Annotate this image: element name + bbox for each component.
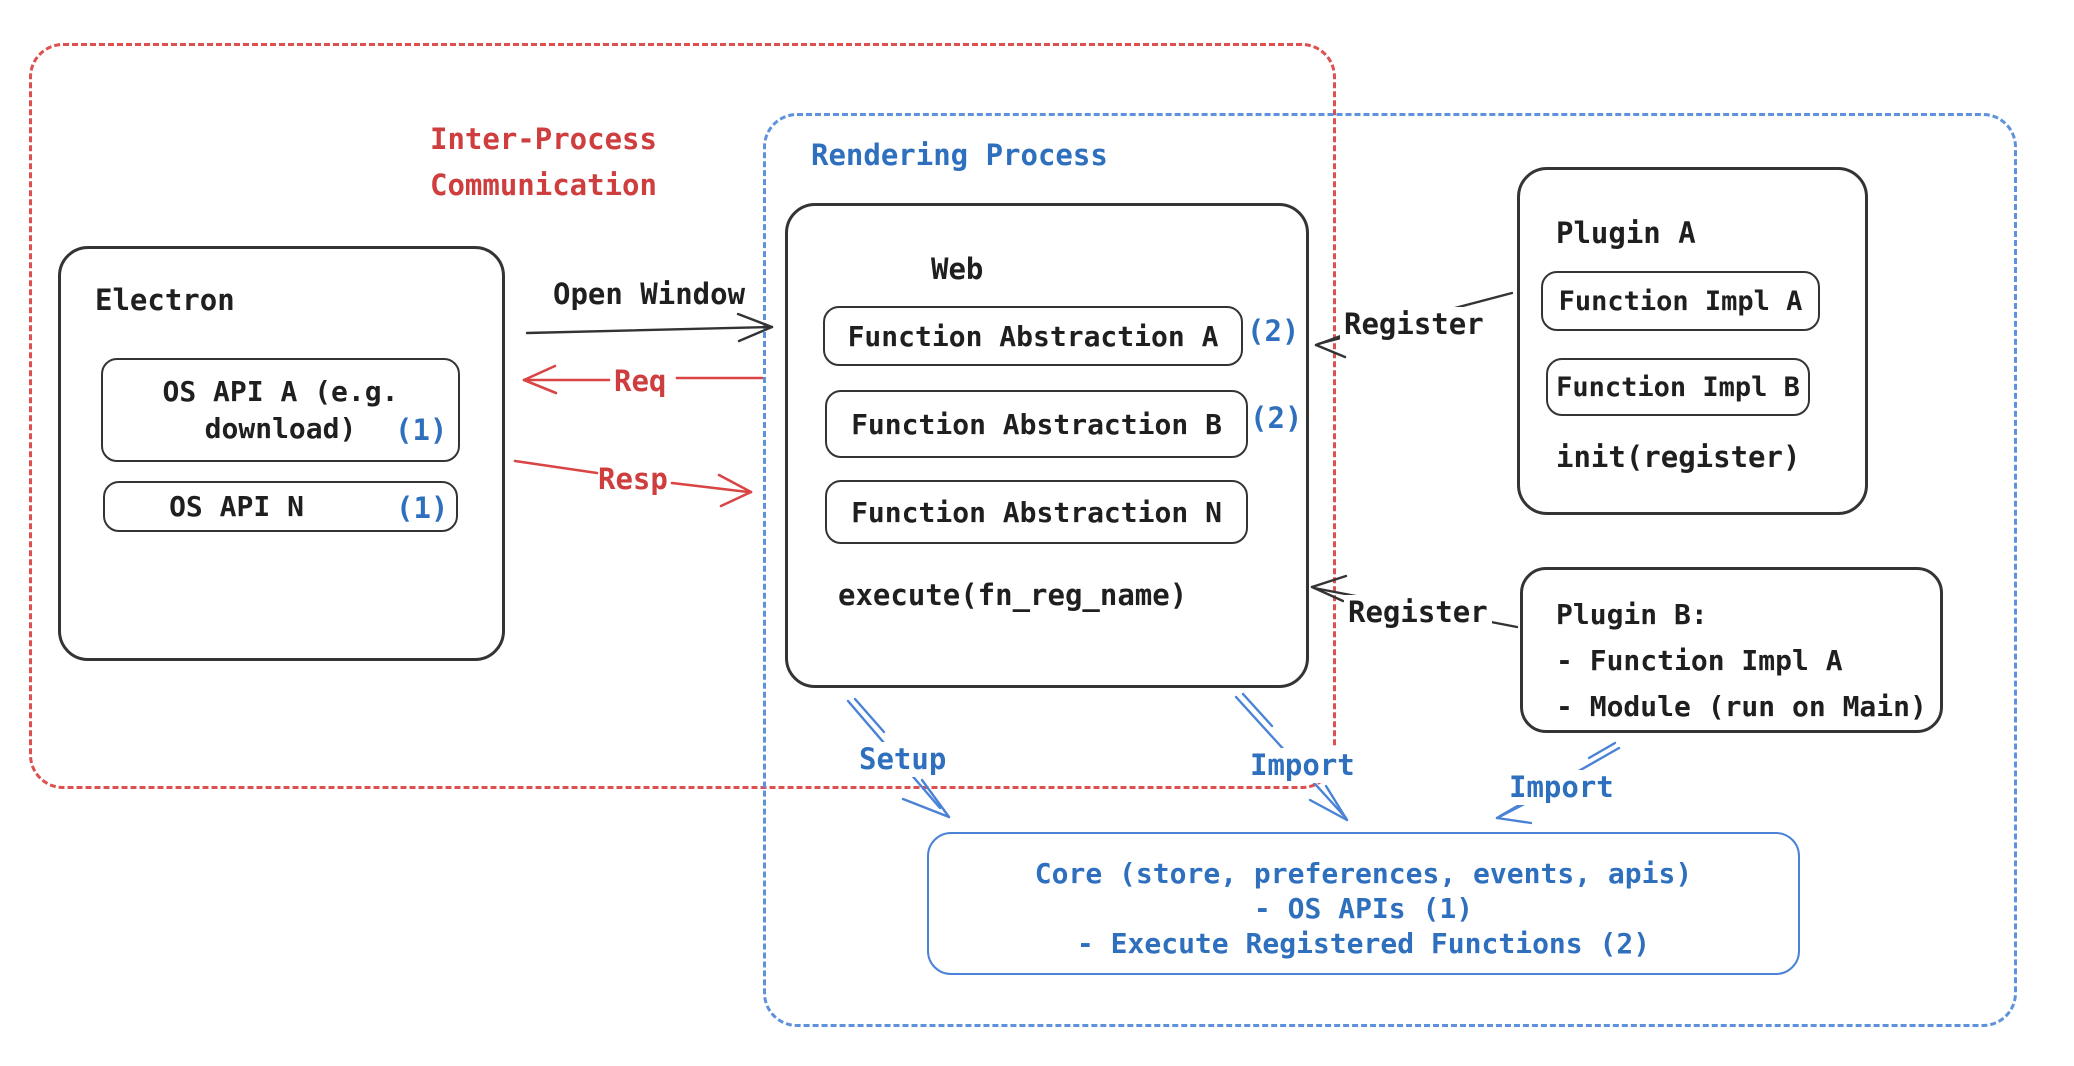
plugin-a-title: Plugin A bbox=[1556, 216, 1696, 250]
core-line-2: - OS APIs (1) bbox=[1253, 892, 1474, 925]
register-plugin-a-label: Register bbox=[1340, 307, 1488, 342]
rendering-group-title: Rendering Process bbox=[811, 138, 1108, 172]
electron-title: Electron bbox=[95, 283, 235, 317]
web-title: Web bbox=[931, 252, 984, 286]
plugin-b-box: Plugin B: - Function Impl A - Module (ru… bbox=[1520, 567, 1943, 733]
plugin-a-box: Plugin A Function Impl A Function Impl B… bbox=[1517, 167, 1868, 515]
fn-abstraction-n-box: Function Abstraction N bbox=[825, 480, 1248, 544]
os-api-a-box: OS API A (e.g. download) (1) bbox=[101, 358, 460, 462]
resp-label: Resp bbox=[598, 462, 668, 496]
plugin-a-impl-a-box: Function Impl A bbox=[1541, 271, 1820, 331]
fn-abstraction-b-box: Function Abstraction B bbox=[825, 390, 1248, 458]
core-line-3: - Execute Registered Functions (2) bbox=[1076, 927, 1651, 960]
open-window-arrow bbox=[525, 312, 774, 343]
core-box: Core (store, preferences, events, apis) … bbox=[927, 832, 1800, 975]
fn-abstraction-b-ref-badge: (2) bbox=[1250, 401, 1303, 435]
plugin-a-impl-b-box: Function Impl B bbox=[1546, 358, 1810, 416]
open-window-label: Open Window bbox=[553, 277, 746, 311]
import-plugin-b-label: Import bbox=[1505, 770, 1618, 805]
req-arrow bbox=[522, 364, 764, 395]
ipc-group-title: Inter-Process Communication bbox=[430, 116, 657, 208]
plugin-a-init-label: init(register) bbox=[1556, 440, 1801, 474]
ipc-group-box bbox=[29, 43, 1336, 789]
req-label: Req bbox=[614, 364, 667, 398]
os-api-n-label: OS API N bbox=[169, 490, 304, 523]
plugin-b-item-1: - Function Impl A bbox=[1556, 644, 1843, 677]
plugin-a-impl-a-label: Function Impl A bbox=[1558, 285, 1803, 317]
os-api-a-ref-badge: (1) bbox=[395, 413, 448, 447]
os-api-a-label-line1: OS API A (e.g. bbox=[162, 375, 399, 408]
fn-abstraction-b-label: Function Abstraction B bbox=[851, 407, 1222, 441]
ipc-group-title-line2: Communication bbox=[430, 168, 657, 202]
fn-abstraction-a-label: Function Abstraction A bbox=[847, 319, 1219, 353]
execute-fn-label: execute(fn_reg_name) bbox=[838, 578, 1188, 612]
import-web-label: Import bbox=[1246, 748, 1359, 783]
register-plugin-b-label: Register bbox=[1344, 595, 1492, 630]
plugin-b-title: Plugin B: bbox=[1556, 598, 1708, 631]
ipc-group-title-line1: Inter-Process bbox=[430, 122, 657, 156]
electron-box: Electron OS API A (e.g. download) (1) OS… bbox=[58, 246, 505, 661]
web-box: Web Function Abstraction A Function Abst… bbox=[785, 203, 1309, 688]
fn-abstraction-a-ref-badge: (2) bbox=[1247, 314, 1300, 348]
resp-arrow bbox=[513, 459, 753, 508]
setup-label: Setup bbox=[855, 742, 951, 777]
rendering-group-box bbox=[763, 113, 2017, 1027]
os-api-n-ref-badge: (1) bbox=[396, 491, 449, 525]
fn-abstraction-n-label: Function Abstraction N bbox=[851, 495, 1222, 529]
plugin-a-impl-b-label: Function Impl B bbox=[1556, 371, 1800, 403]
fn-abstraction-a-box: Function Abstraction A bbox=[823, 306, 1243, 366]
os-api-a-label-line2: download) bbox=[204, 412, 357, 445]
core-line-1: Core (store, preferences, events, apis) bbox=[1034, 857, 1693, 890]
os-api-n-box: OS API N (1) bbox=[103, 481, 458, 532]
plugin-b-item-2: - Module (run on Main) bbox=[1556, 690, 1927, 723]
